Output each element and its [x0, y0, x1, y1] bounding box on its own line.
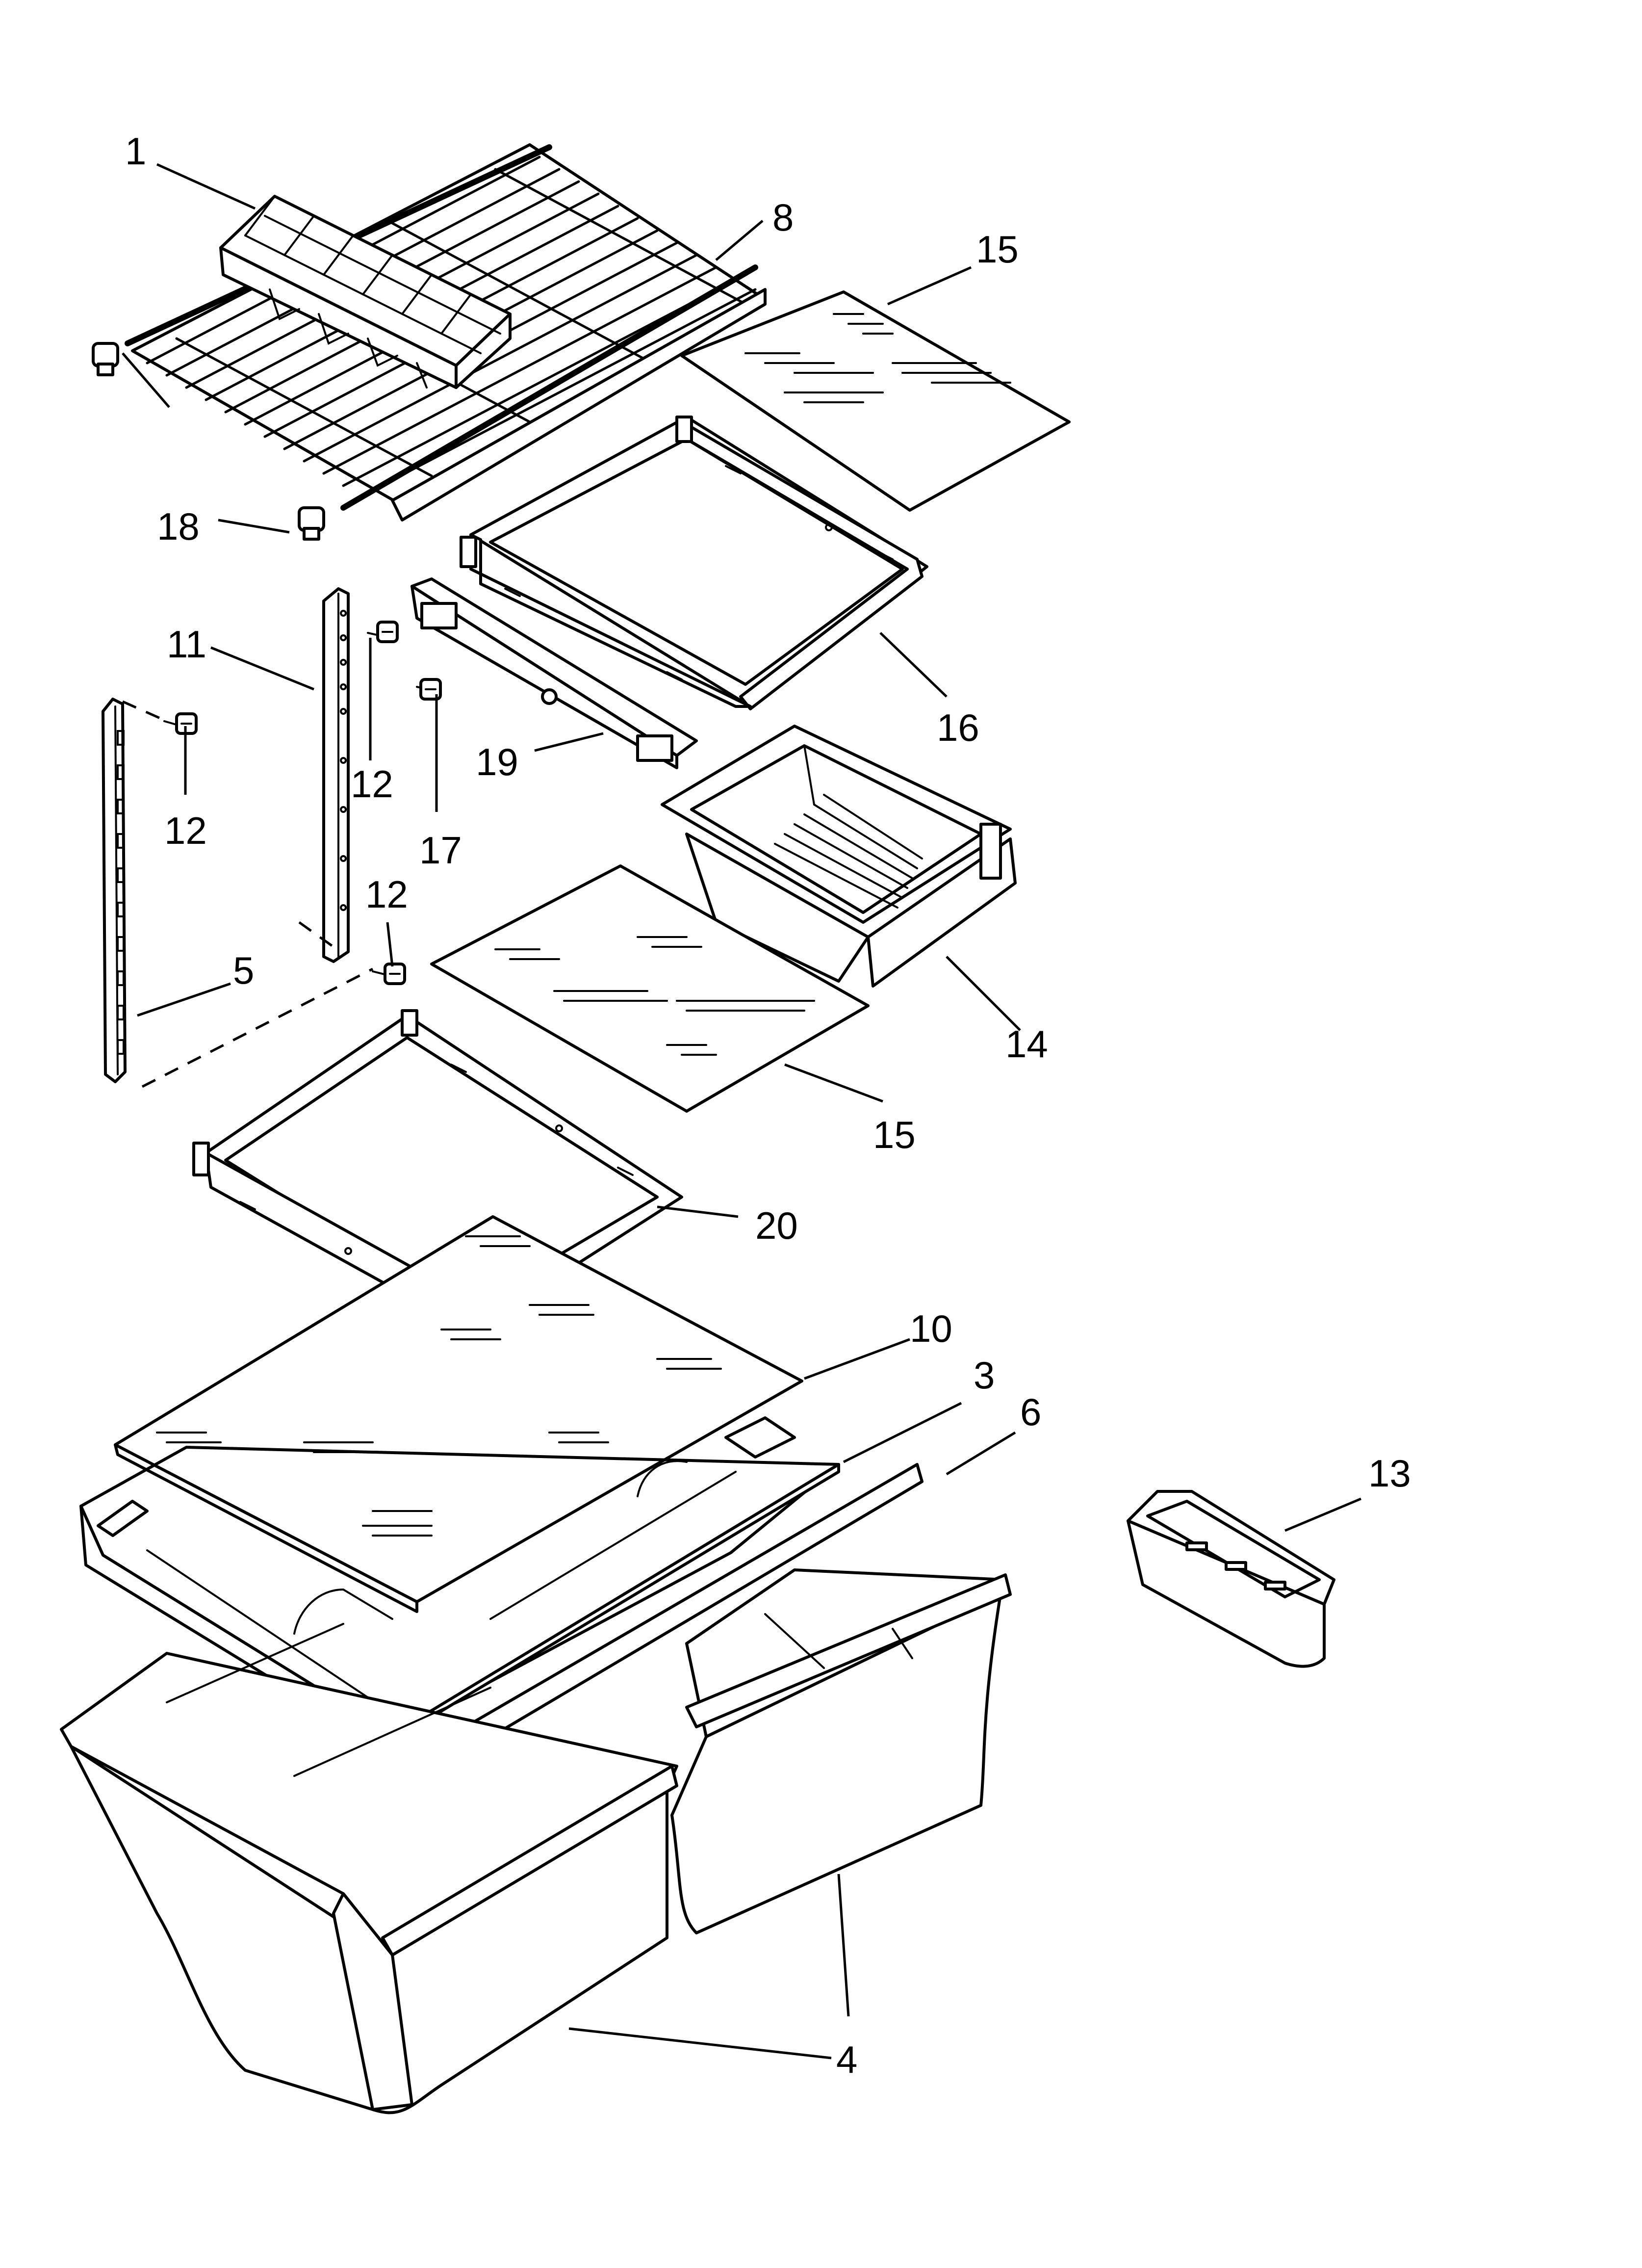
- shelf-rail-right: [322, 587, 350, 963]
- screw-upper: [367, 621, 399, 643]
- shelf-end-cap-left: [92, 342, 119, 376]
- callout-11: 11: [167, 623, 206, 666]
- shelf-frame-upper: [460, 416, 928, 710]
- crisper-drawer-right: [670, 1568, 1012, 1934]
- glass-shelf-upper: [680, 290, 1071, 512]
- callout-18: 18: [157, 505, 200, 548]
- shelf-end-cap-right: [298, 506, 325, 541]
- callout-labels: 1 8 15 18 11 12 12 17 19 16 12 5 14 15 2…: [125, 130, 1411, 2081]
- callout-8: 8: [772, 196, 794, 239]
- screw-left-rail: [163, 712, 198, 735]
- meat-drawer: [661, 725, 1017, 988]
- callout-10: 10: [910, 1307, 952, 1350]
- screw-lower: [372, 963, 406, 985]
- ice-cube-tray: [219, 195, 512, 389]
- callout-17: 17: [419, 829, 462, 872]
- leader-lines: [122, 163, 1361, 2059]
- callout-15-upper: 15: [976, 228, 1019, 271]
- alignment-line: [122, 700, 374, 1088]
- callout-1: 1: [125, 130, 146, 173]
- door-storage-bin: [1127, 1490, 1335, 1668]
- callout-16: 16: [937, 706, 979, 749]
- callout-3: 3: [974, 1354, 995, 1397]
- callout-12-left: 12: [164, 809, 207, 852]
- callout-15-lower: 15: [873, 1113, 916, 1156]
- callout-12-lower: 12: [365, 873, 408, 916]
- shelf-support-bracket: [410, 577, 698, 769]
- glass-shelf-middle: [430, 864, 870, 1113]
- callout-12-rail: 12: [351, 762, 393, 806]
- callout-13: 13: [1368, 1452, 1411, 1495]
- shelf-rail-left: [102, 698, 127, 1083]
- crisper-glass-cover: [114, 1215, 803, 1603]
- callout-14: 14: [1005, 1022, 1048, 1066]
- crisper-drawer-left: [60, 1623, 678, 2114]
- wire-shelf: [125, 143, 767, 521]
- callout-20: 20: [755, 1204, 798, 1247]
- callout-19: 19: [476, 740, 518, 783]
- callout-4: 4: [836, 2038, 857, 2081]
- callout-6: 6: [1020, 1390, 1041, 1434]
- glass-middle-marks: [494, 936, 815, 1056]
- callout-5: 5: [233, 949, 254, 992]
- glass-reflection-marks: [744, 313, 1011, 403]
